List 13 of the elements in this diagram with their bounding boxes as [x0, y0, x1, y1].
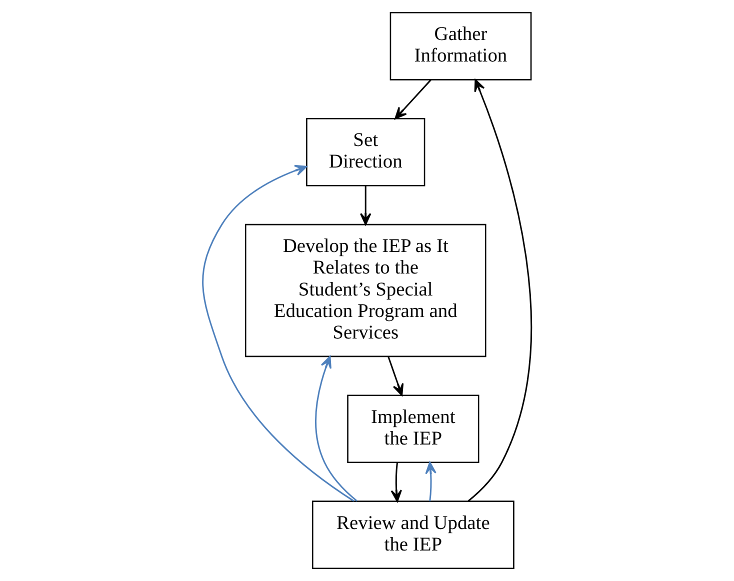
arrow [468, 79, 532, 502]
arrow [425, 462, 436, 502]
arrow [390, 462, 402, 502]
node-box: Gather Information [390, 12, 532, 80]
node-box: Review and Update the IEP [312, 500, 514, 569]
arrow [388, 356, 404, 396]
arrow [360, 186, 372, 226]
arrow [315, 356, 358, 502]
node-box: Set Direction [306, 118, 426, 186]
arrow [394, 79, 432, 120]
node-box: Develop the IEP as It Relates to the Student’s Special Education Program and Services [244, 224, 486, 358]
arrow [202, 164, 354, 502]
node-box: Implement the IEP [347, 394, 480, 464]
